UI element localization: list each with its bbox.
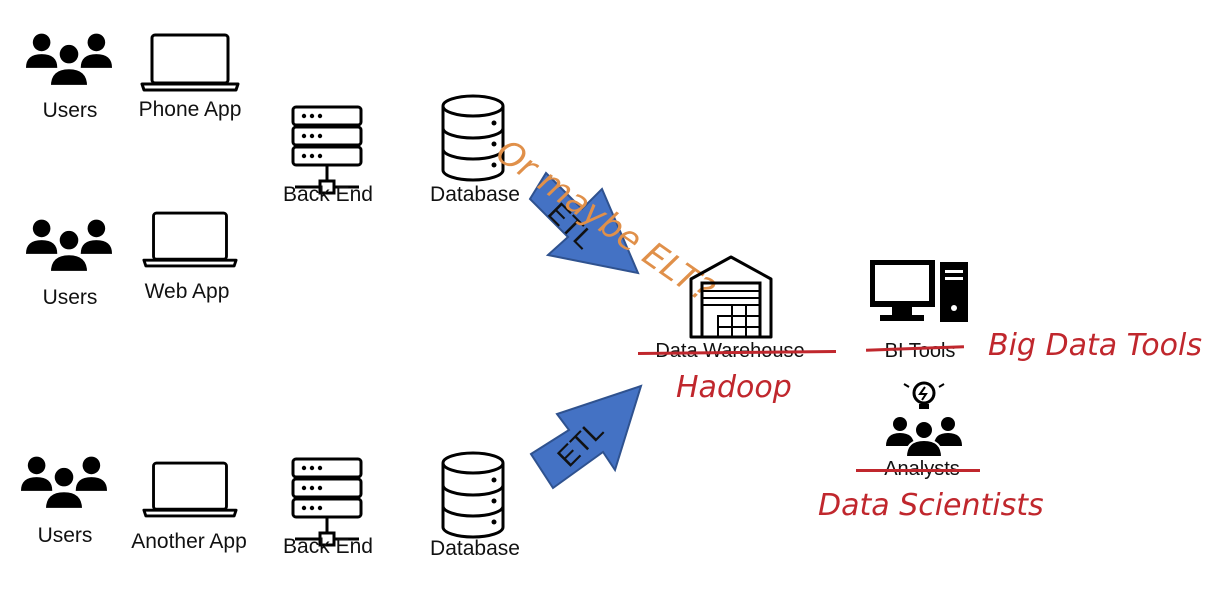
backend-label: Back End	[283, 183, 373, 206]
etl-arrow-bottom	[529, 384, 643, 490]
users-icon	[25, 218, 113, 274]
warehouse-icon	[689, 255, 773, 339]
backend-label: Back End	[283, 535, 373, 558]
users-label: Users	[42, 286, 98, 309]
data-scientists-label: Data Scientists	[818, 488, 1044, 523]
laptop-icon	[140, 32, 240, 94]
laptop-icon	[142, 210, 238, 270]
big-data-tools-label: Big Data Tools	[988, 328, 1202, 363]
database-label: Database	[430, 537, 520, 560]
app-label: Web App	[144, 280, 230, 303]
database-label: Database	[430, 183, 520, 206]
users-label: Users	[37, 524, 93, 547]
users-icon	[20, 455, 108, 511]
computer-icon	[870, 260, 968, 322]
app-label: Phone App	[138, 98, 242, 121]
database-icon	[440, 450, 506, 540]
users-label: Users	[42, 99, 98, 122]
users-icon	[25, 32, 113, 88]
analysts-idea-icon	[886, 381, 962, 458]
analysts-strikethrough	[856, 469, 980, 472]
hadoop-label: Hadoop	[676, 370, 792, 405]
app-label: Another App	[131, 530, 247, 553]
etl-arrow-top	[528, 171, 640, 275]
laptop-icon	[142, 460, 238, 520]
bi-tools-label: BI Tools	[884, 340, 956, 362]
